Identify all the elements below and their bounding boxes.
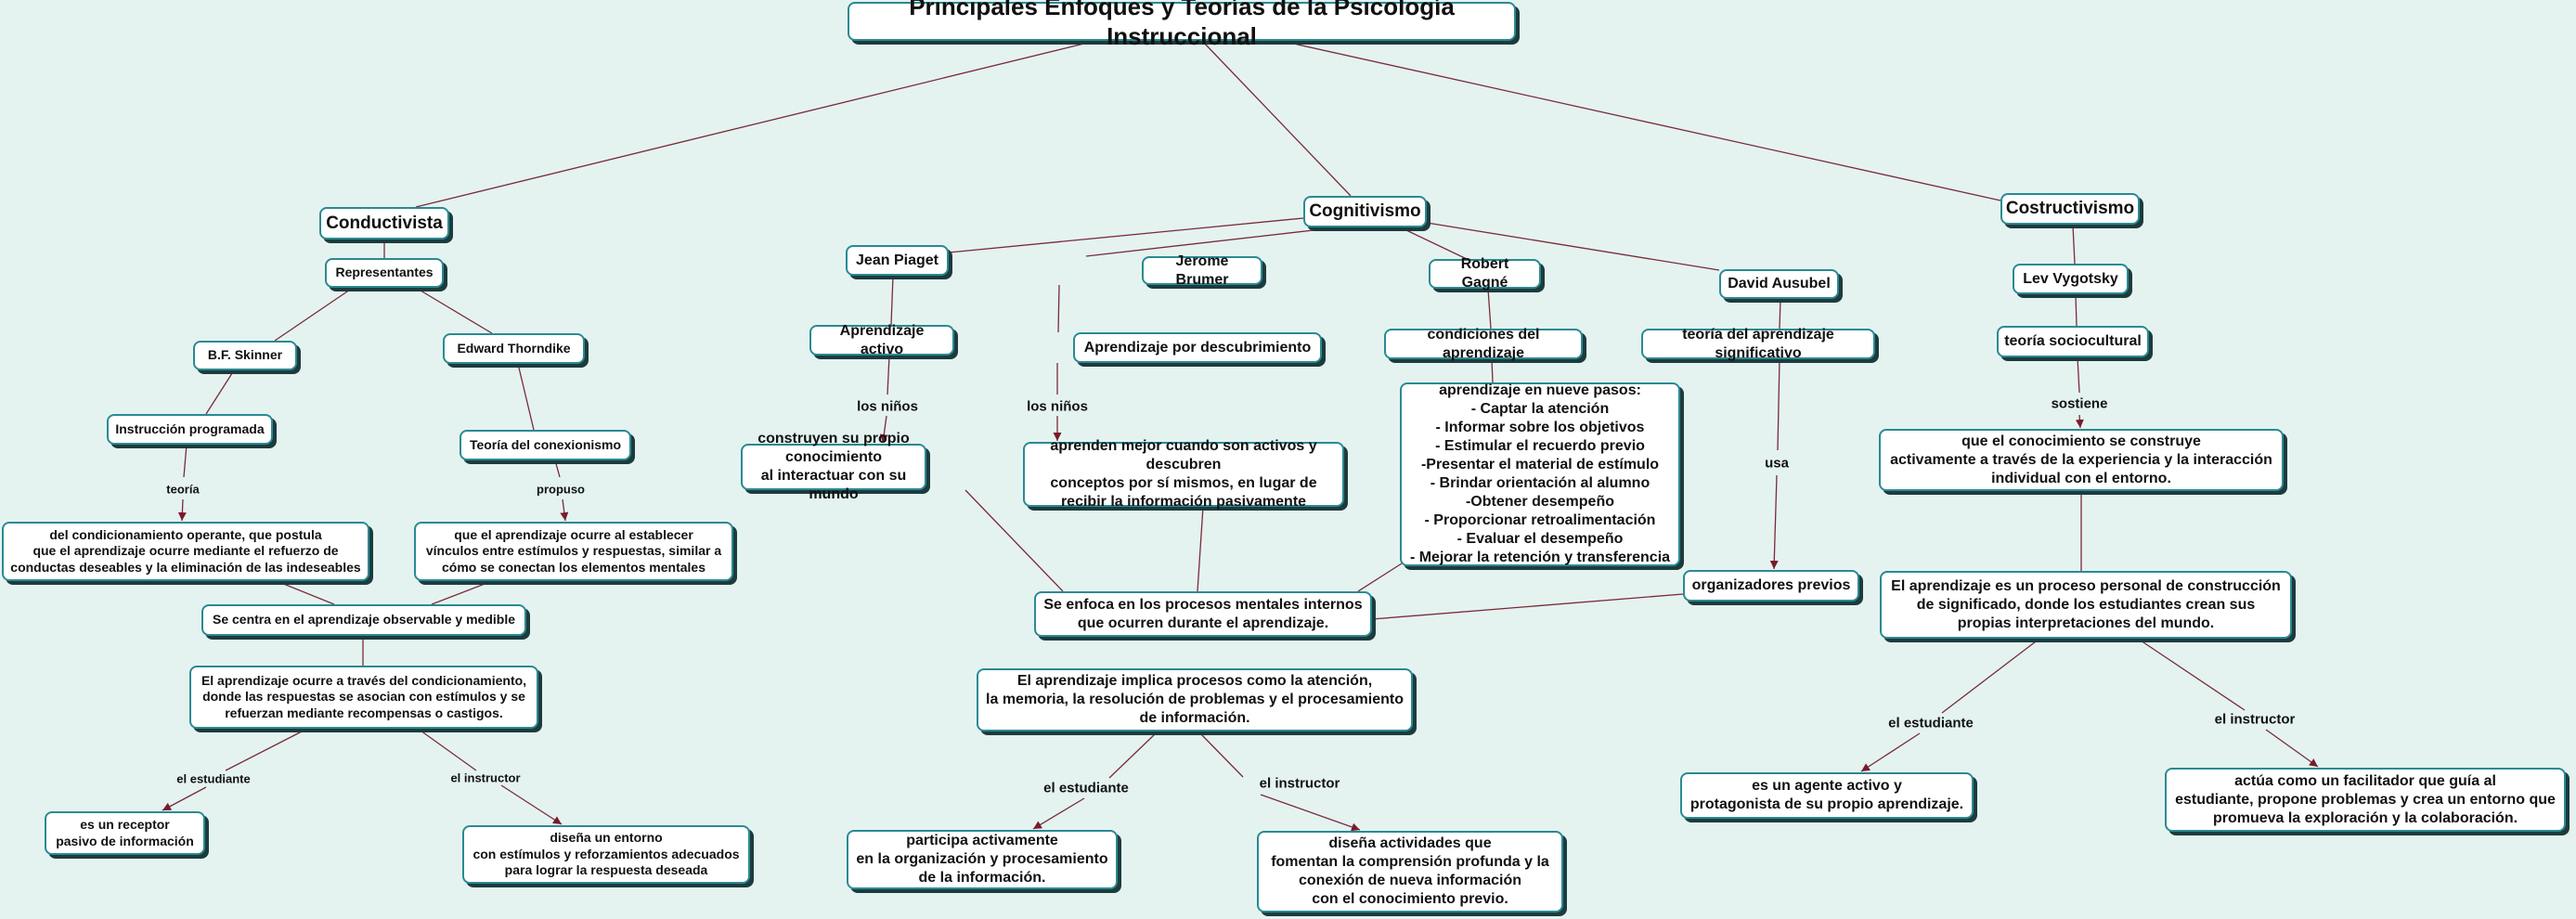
link-label-instructor: el instructor xyxy=(2212,711,2298,728)
node-construyen-conocimiento[interactable]: construyen su propio conocimiento al int… xyxy=(741,431,926,502)
link xyxy=(1426,222,1720,271)
link xyxy=(2075,293,2078,327)
node-agente-activo[interactable]: es un agente activo y protagonista de su… xyxy=(1680,772,1974,819)
link xyxy=(2072,224,2076,265)
node-disena-entorno[interactable]: diseña un entorno con estímulos y reforz… xyxy=(462,825,750,884)
node-conocimiento-construye[interactable]: que el conocimiento se construye activam… xyxy=(1879,429,2284,491)
link xyxy=(276,580,335,605)
link-label-los-ninos-piaget: los niños xyxy=(855,398,920,415)
link xyxy=(415,287,493,334)
node-nueve-pasos[interactable]: aprendizaje en nueve pasos: - Captar la … xyxy=(1400,382,1680,566)
map-title[interactable]: Principales Enfoques y Teorías de la Psi… xyxy=(848,0,1516,50)
link xyxy=(1357,563,1403,592)
node-organizadores-previos[interactable]: organizadores previos xyxy=(1683,570,1859,602)
link xyxy=(554,460,561,478)
link xyxy=(1057,284,1060,333)
link-label-usa: usa xyxy=(1763,455,1791,472)
link-label-estudiante: el estudiante xyxy=(1042,780,1131,796)
link-label-instructor: el instructor xyxy=(448,770,523,785)
node-teoria-sociocultural[interactable]: teoría sociocultural xyxy=(1997,326,2149,357)
link-arrow xyxy=(879,415,888,444)
link xyxy=(1405,229,1468,260)
node-facilitador[interactable]: actúa como un facilitador que guía al es… xyxy=(2165,768,2566,832)
node-david-ausubel[interactable]: David Ausubel xyxy=(1719,269,1839,299)
link-label-propuso: propuso xyxy=(535,482,587,497)
node-se-centra[interactable]: Se centra en el aprendizaje observable y… xyxy=(201,604,526,636)
link-arrow xyxy=(1260,794,1361,832)
link xyxy=(890,275,894,326)
link-arrow xyxy=(1032,797,1085,830)
node-aprendizaje-implica[interactable]: El aprendizaje implica procesos como la … xyxy=(977,668,1413,731)
link xyxy=(2077,356,2080,394)
node-jerome-brumer[interactable]: Jerome Brumer xyxy=(1142,253,1262,288)
link xyxy=(2137,638,2246,711)
node-skinner[interactable]: B.F. Skinner xyxy=(193,341,297,370)
node-vinculos-estimulos[interactable]: que el aprendizaje ocurre al establecer … xyxy=(414,522,733,581)
node-conductivista[interactable]: Conductivista xyxy=(319,207,449,239)
link-title-conductivista xyxy=(415,40,1096,208)
link xyxy=(431,580,493,605)
link-title-cognitivismo xyxy=(1201,40,1352,197)
link xyxy=(887,355,890,395)
link xyxy=(948,217,1304,253)
link xyxy=(1108,732,1157,779)
node-disena-actividades[interactable]: diseña actividades que fomentan la compr… xyxy=(1257,831,1563,913)
link-label-estudiante: el estudiante xyxy=(1886,715,1975,731)
node-lev-vygotsky[interactable]: Lev Vygotsky xyxy=(2013,264,2129,294)
link xyxy=(964,489,1064,592)
link xyxy=(274,287,354,342)
node-se-enfoca[interactable]: Se enfoca en los procesos mentales inter… xyxy=(1034,591,1372,637)
node-condiciones-aprendizaje[interactable]: condiciones del aprendizaje xyxy=(1384,327,1583,361)
link-arrow xyxy=(560,498,569,522)
link-label-los-ninos-brumer: los niños xyxy=(1025,398,1090,415)
node-proceso-personal[interactable]: El aprendizaje es un proceso personal de… xyxy=(1880,571,2292,639)
link-arrow xyxy=(500,784,563,825)
node-teoria-conexionismo[interactable]: Teoría del conexionismo xyxy=(460,430,631,460)
node-costructivismo[interactable]: Costructivismo xyxy=(2000,193,2140,225)
node-aprendizaje-descubrimiento[interactable]: Aprendizaje por descubrimiento xyxy=(1073,332,1322,363)
link xyxy=(205,369,235,415)
node-participa-activamente[interactable]: participa activamente en la organización… xyxy=(847,830,1118,889)
node-aprendizaje-activo[interactable]: Aprendizaje activo xyxy=(809,323,954,357)
link xyxy=(1777,358,1780,451)
link xyxy=(517,363,535,431)
node-instruccion-programada[interactable]: Instrucción programada xyxy=(107,414,273,445)
link xyxy=(1199,732,1244,778)
node-representantes[interactable]: Representantes xyxy=(325,258,444,288)
link xyxy=(183,444,188,478)
link xyxy=(1085,229,1314,257)
link-arrow xyxy=(162,786,207,811)
node-aprenden-mejor[interactable]: aprenden mejor cuando son activos y desc… xyxy=(1023,438,1344,510)
link xyxy=(420,730,477,771)
link xyxy=(1371,593,1684,620)
link-label-instructor: el instructor xyxy=(1257,775,1342,792)
link-arrow xyxy=(1769,474,1779,570)
link-label-teoria: teoría xyxy=(164,482,201,497)
link-title-costructivismo xyxy=(1280,40,2001,201)
node-cognitivismo[interactable]: Cognitivismo xyxy=(1303,196,1427,227)
node-receptor-pasivo[interactable]: es un receptor pasivo de información xyxy=(45,811,205,855)
node-aprendizaje-ocurre[interactable]: El aprendizaje ocurre a través del condi… xyxy=(189,666,538,729)
node-jean-piaget[interactable]: Jean Piaget xyxy=(846,245,949,276)
link xyxy=(1487,288,1492,330)
node-robert-gagne[interactable]: Robert Gagné xyxy=(1429,256,1541,291)
link-arrow xyxy=(2265,729,2319,768)
node-aprendizaje-significativo[interactable]: teoría del aprendizaje significativo xyxy=(1641,327,1875,361)
node-condicionamiento-operante[interactable]: del condicionamiento operante, que postu… xyxy=(2,522,369,581)
link xyxy=(225,730,304,771)
link xyxy=(1941,638,2040,714)
link-label-sostiene: sostiene xyxy=(2049,395,2110,412)
node-thorndike[interactable]: Edward Thorndike xyxy=(443,333,585,364)
link-label-estudiante: el estudiante xyxy=(175,771,252,786)
link xyxy=(1491,358,1494,383)
link xyxy=(1197,506,1204,592)
link-arrow xyxy=(2075,414,2084,429)
link-arrow xyxy=(1860,732,1921,772)
link-arrow xyxy=(177,498,187,522)
